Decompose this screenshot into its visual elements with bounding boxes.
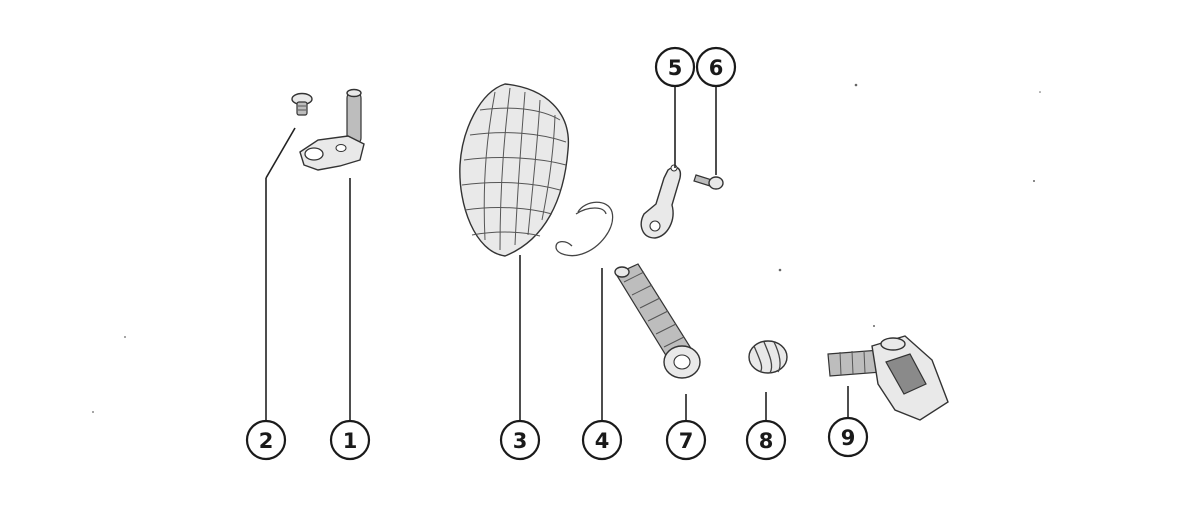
- part-5-lever-link: [640, 164, 682, 239]
- part-7-threaded-shaft: [614, 263, 701, 379]
- callout-6: 6: [695, 46, 737, 88]
- callout-9-number: 9: [841, 426, 856, 450]
- callout-7-number: 7: [679, 429, 694, 453]
- leader-2-diag: [265, 127, 296, 179]
- part-1-lever-bracket: [299, 88, 365, 171]
- part-6-bolt: [693, 174, 724, 190]
- callout-3: 3: [499, 419, 541, 461]
- part-3-mesh-guard: [459, 83, 570, 257]
- callout-2: 2: [245, 419, 287, 461]
- part-8-coil-spring: [748, 340, 788, 374]
- callout-2-number: 2: [259, 429, 274, 453]
- callout-4: 4: [581, 419, 623, 461]
- callout-7: 7: [665, 419, 707, 461]
- callout-9: 9: [827, 416, 869, 458]
- callout-8: 8: [745, 419, 787, 461]
- callout-5-number: 5: [668, 56, 683, 80]
- callout-4-number: 4: [595, 429, 610, 453]
- part-4-wire-spring: [555, 201, 614, 257]
- callout-3-number: 3: [513, 429, 528, 453]
- callout-8-number: 8: [759, 429, 774, 453]
- callout-5: 5: [654, 46, 696, 88]
- part-2-screw: [291, 92, 313, 116]
- leader-lines: [265, 86, 849, 420]
- callout-6-number: 6: [709, 56, 724, 80]
- callout-1-number: 1: [343, 429, 358, 453]
- callout-1: 1: [329, 419, 371, 461]
- part-9-switch-assembly: [827, 335, 949, 421]
- scan-specks: [92, 83, 1041, 413]
